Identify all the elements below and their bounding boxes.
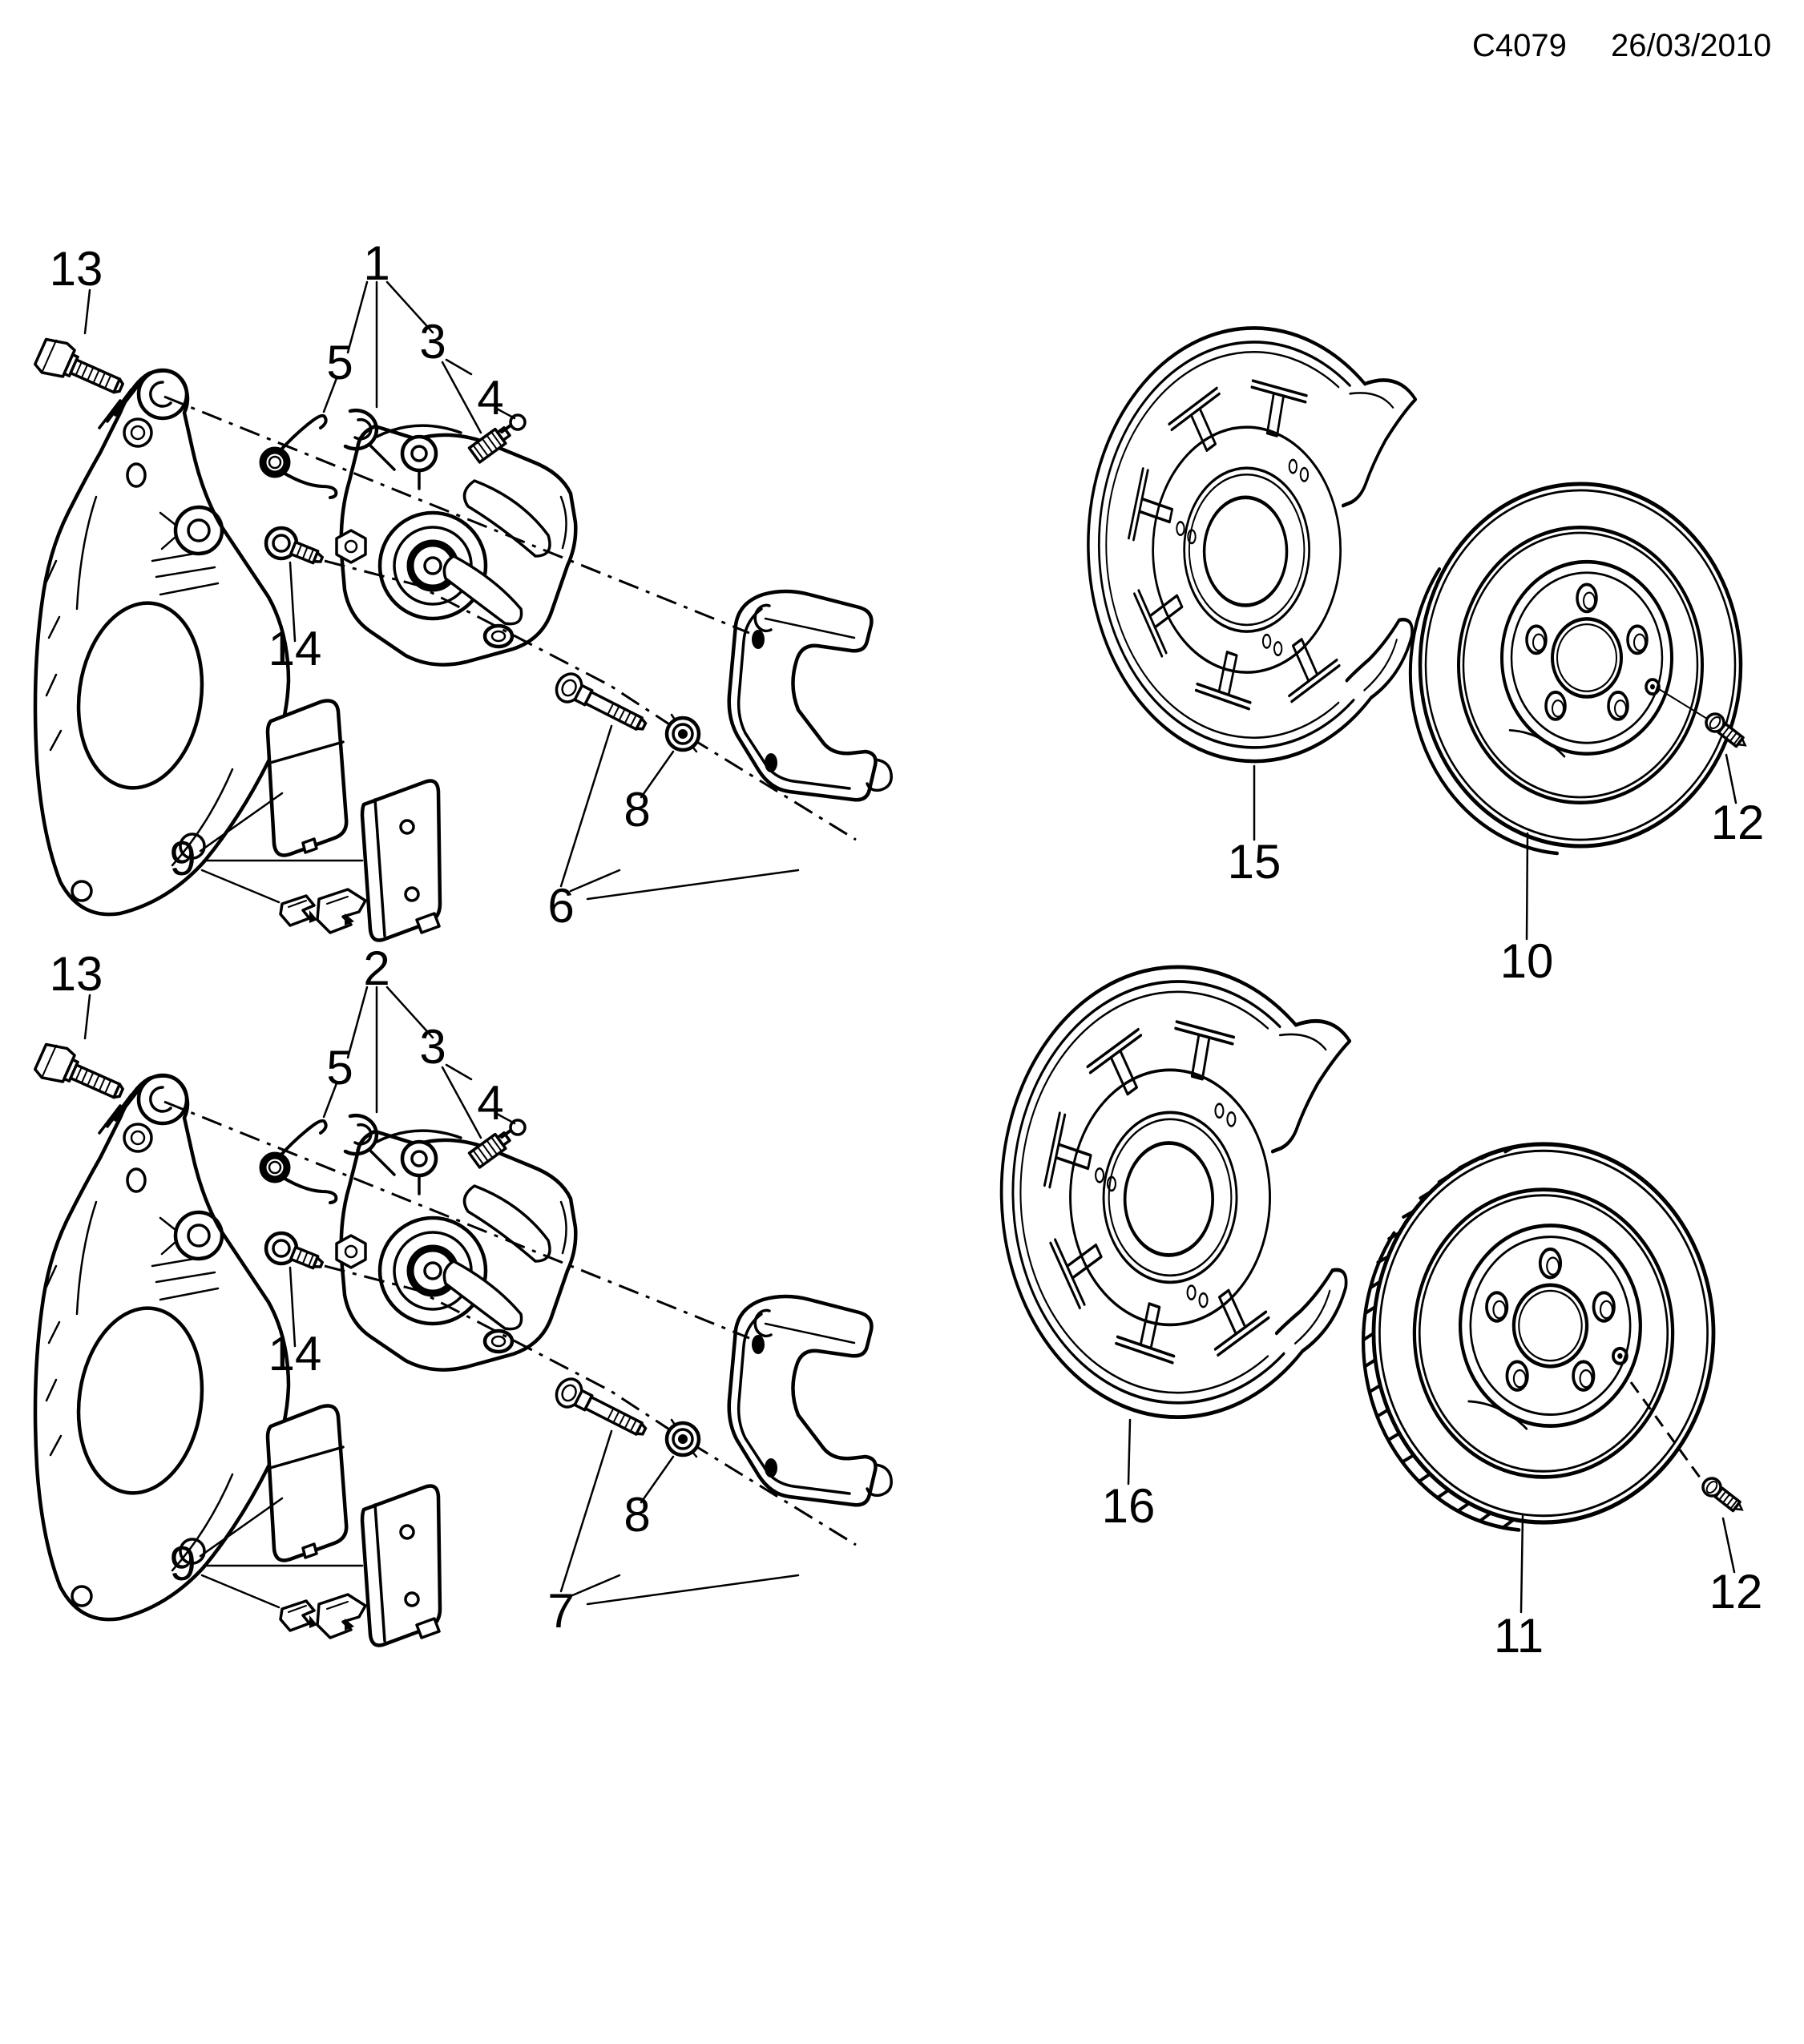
callout-knuckle-bolt-top: 13 xyxy=(50,242,103,296)
splash-shield-rear-2 xyxy=(1002,967,1350,1417)
splash-shield-rear xyxy=(1088,328,1415,761)
disc-screw-bottom xyxy=(1697,1473,1749,1519)
callout-screw-12-top: 12 xyxy=(1711,796,1765,849)
drawing-date: 26/03/2010 xyxy=(1611,28,1771,63)
callout-caliper-bolt-bottom: 14 xyxy=(268,1327,322,1381)
callout-spring-bottom: 5 xyxy=(326,1041,353,1095)
caliper-assembly-top xyxy=(33,282,891,941)
callout-bushing-top: 8 xyxy=(624,783,650,837)
callout-pads-top: 9 xyxy=(169,832,196,885)
callout-bleeder-bottom: 3 xyxy=(419,1020,446,1074)
callout-guide-kit-bottom: 7 xyxy=(547,1584,574,1638)
callout-screw-12-bottom: 12 xyxy=(1709,1565,1763,1619)
callout-guide-kit-top: 6 xyxy=(547,879,574,933)
callout-cap-bottom: 4 xyxy=(477,1076,503,1130)
callout-bleeder-top: 3 xyxy=(419,315,446,369)
callouts-top-assembly: 13 1 5 3 4 14 9 8 6 xyxy=(50,236,651,933)
callout-disc-10: 10 xyxy=(1500,934,1554,988)
brake-disc-vented xyxy=(1363,1144,1713,1530)
callout-pads-bottom: 9 xyxy=(169,1537,196,1590)
callout-bushing-bottom: 8 xyxy=(624,1488,650,1542)
leaders-bottom-right xyxy=(1127,1381,1736,1614)
drawing-code: C4079 xyxy=(1472,28,1567,63)
callout-shield-16: 16 xyxy=(1102,1479,1156,1533)
header: C4079 26/03/2010 xyxy=(1472,28,1771,63)
callouts-bottom-assembly: 13 2 5 3 4 14 9 8 7 xyxy=(50,941,651,1638)
callout-knuckle-bolt-bottom: 13 xyxy=(50,947,103,1001)
callout-spring-top: 5 xyxy=(326,336,353,389)
caliper-assembly-bottom xyxy=(33,987,891,1646)
callout-shield-15: 15 xyxy=(1228,835,1281,889)
leaders-top-right xyxy=(1253,688,1737,941)
callout-caliper-bolt-top: 14 xyxy=(268,622,322,675)
disc-screw-top xyxy=(1701,708,1752,755)
callout-disc-11: 11 xyxy=(1494,1609,1544,1663)
callout-caliper-bottom: 2 xyxy=(363,941,389,995)
brake-disc-solid xyxy=(1411,484,1741,853)
callout-cap-top: 4 xyxy=(477,371,503,425)
callout-caliper-top: 1 xyxy=(363,236,389,290)
